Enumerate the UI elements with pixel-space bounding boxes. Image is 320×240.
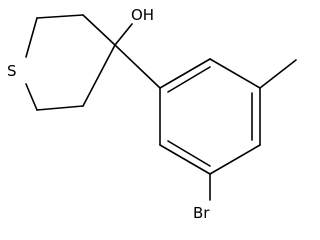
bond-ar1-ar2: [159, 58, 211, 89]
molecule-diagram: OH S Br: [7, 6, 297, 222]
sulfur-label: S: [7, 62, 17, 80]
bond-c4-o: [114, 23, 133, 46]
bond-c5-c4: [82, 44, 116, 107]
bond-c3-c2: [36, 14, 84, 19]
double-bond-ar1-ar2: [167, 66, 211, 93]
bond-ar2-ar3: [209, 58, 261, 89]
bond-c4-aryl: [114, 44, 161, 89]
bond-c2-s: [25, 17, 38, 58]
bond-c4-c3: [82, 14, 116, 46]
bond-methyl: [259, 59, 297, 89]
double-bond-ar5-ar6: [167, 140, 211, 167]
hydroxyl-label: OH: [131, 6, 154, 24]
structure-drawing: OH S Br: [7, 6, 297, 222]
bond-s-c6: [25, 83, 38, 111]
bond-c6-c5: [36, 105, 84, 111]
bond-ar4-ar5: [209, 144, 261, 175]
bromine-label: Br: [193, 204, 210, 222]
bond-ar5-ar6: [159, 144, 211, 175]
